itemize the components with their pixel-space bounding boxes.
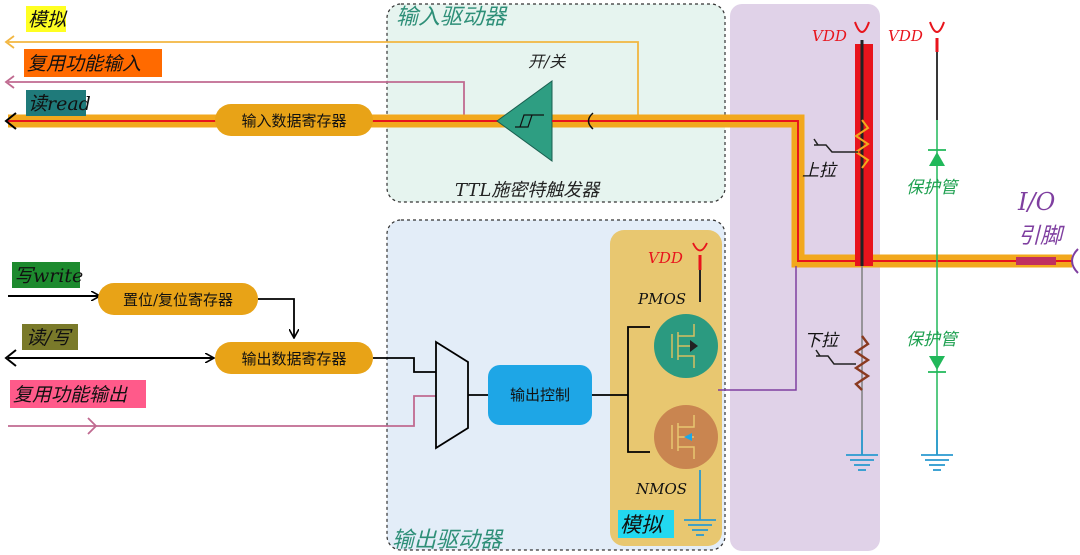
alt-in-tag-label: 复用功能输入 (27, 53, 141, 75)
protect1-label: 保护管 (906, 178, 960, 198)
analog-tag (26, 6, 66, 32)
io-cn-label: 引脚 (1018, 224, 1065, 249)
pullup-label: 上拉 (802, 161, 838, 181)
output-control (488, 365, 592, 425)
protect-ground-icon (921, 430, 953, 471)
schmitt-label: TTL施密特触发器 (455, 180, 601, 201)
alt-out-tag-label: 复用功能输出 (13, 384, 128, 406)
output-to-pin-wire (718, 266, 797, 391)
set-reset-label: 置位/复位寄存器 (123, 291, 233, 309)
read-tag (26, 90, 86, 116)
vdd1-label: VDD (812, 27, 847, 45)
alt-in-tag (24, 49, 162, 77)
set-reset-register (98, 283, 258, 315)
output-driver-title: 输出驱动器 (392, 528, 504, 553)
output-data-register (215, 342, 373, 374)
input-register-label: 输入数据寄存器 (241, 112, 346, 130)
input-driver-title: 输入驱动器 (396, 5, 508, 30)
io-label: I/O (1017, 188, 1056, 216)
write-tag-label: 写write (14, 265, 83, 287)
alt-out-tag (10, 380, 146, 408)
input-driver-panel (386, 3, 726, 203)
pmos-label: PMOS (637, 290, 686, 308)
rw-tag (22, 324, 78, 350)
mos-analog-tag (618, 510, 674, 538)
analog-tag-label: 模拟 (28, 9, 68, 31)
write-tag (12, 262, 80, 288)
pin-panel (730, 4, 880, 551)
onoff-label: 开/关 (528, 52, 566, 71)
mos-ground-icon (684, 519, 716, 536)
alt-in-line (8, 81, 465, 120)
mos-box (610, 230, 722, 546)
read-tag-label: 读read (28, 93, 91, 115)
nmos-label: NMOS (635, 480, 687, 498)
analog-line (8, 41, 639, 122)
pullup-rail (855, 44, 873, 266)
input-data-register (215, 104, 373, 136)
output-control-label: 输出控制 (510, 386, 570, 404)
vdd2-label: VDD (888, 27, 923, 45)
mos-vdd-label: VDD (648, 249, 683, 267)
output-register-label: 输出数据寄存器 (241, 350, 346, 368)
protect2-label: 保护管 (906, 330, 960, 350)
pulldown-ground-icon (846, 430, 878, 471)
pullup-resistor (854, 119, 870, 169)
pulldown-resistor (853, 335, 871, 391)
rw-tag-label: 读/写 (26, 327, 73, 349)
output-mux (435, 340, 469, 450)
io-pin-icon (1071, 248, 1079, 274)
pulldown-label: 下拉 (804, 331, 840, 351)
protect-diode-top (929, 152, 945, 166)
protect-diode-bottom (929, 356, 945, 370)
mos-analog-label: 模拟 (620, 513, 664, 537)
